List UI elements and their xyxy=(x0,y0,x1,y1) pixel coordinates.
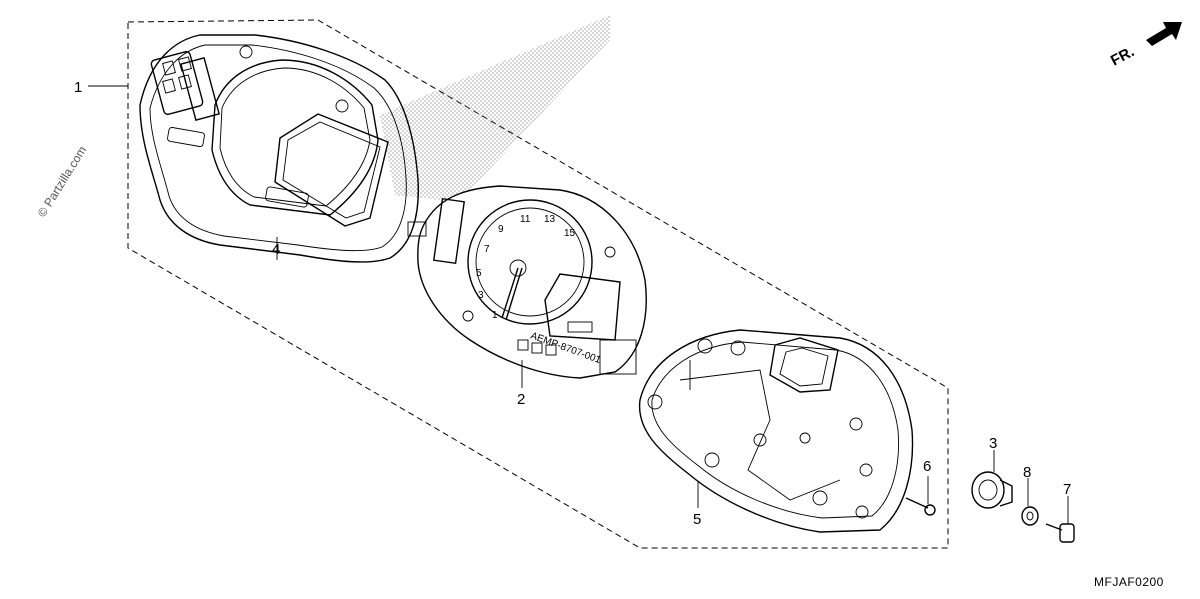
callout-5: 5 xyxy=(693,511,701,528)
upper-case-part xyxy=(139,34,419,263)
diagram-code: MFJAF0200 xyxy=(1094,575,1164,589)
lower-case-part xyxy=(638,329,914,533)
callout-4: 4 xyxy=(272,241,280,258)
bolt-part xyxy=(1045,523,1075,543)
callout-3: 3 xyxy=(989,435,997,452)
tach-num-11: 11 xyxy=(520,214,531,225)
collar-part xyxy=(1021,506,1039,526)
front-arrow-icon xyxy=(1146,22,1182,46)
tach-num-9: 9 xyxy=(498,224,504,235)
callout-1: 1 xyxy=(74,79,82,96)
assembly-boundary xyxy=(127,19,949,549)
callout-8: 8 xyxy=(1023,464,1031,481)
shading-stipple xyxy=(380,15,610,200)
screw-part xyxy=(905,497,936,516)
callout-7: 7 xyxy=(1063,481,1071,498)
tach-num-15: 15 xyxy=(564,228,576,239)
watermark: © Partzilla.com xyxy=(35,144,90,220)
tach-num-5: 5 xyxy=(476,268,482,279)
meter-unit-part: 1 3 5 7 9 11 13 15 AEMP-8707-001 xyxy=(407,185,647,379)
tach-num-7: 7 xyxy=(484,244,490,255)
tach-num-1: 1 xyxy=(492,310,498,321)
tach-num-3: 3 xyxy=(478,290,484,301)
callout-6: 6 xyxy=(923,458,931,475)
tach-num-13: 13 xyxy=(544,214,556,225)
grommet-part xyxy=(971,471,1013,509)
callout-2: 2 xyxy=(517,391,525,408)
front-direction-label: FR. xyxy=(1108,43,1137,69)
front-direction-indicator: FR. xyxy=(1108,22,1182,70)
gauge-marking: AEMP-8707-001 xyxy=(529,330,603,366)
